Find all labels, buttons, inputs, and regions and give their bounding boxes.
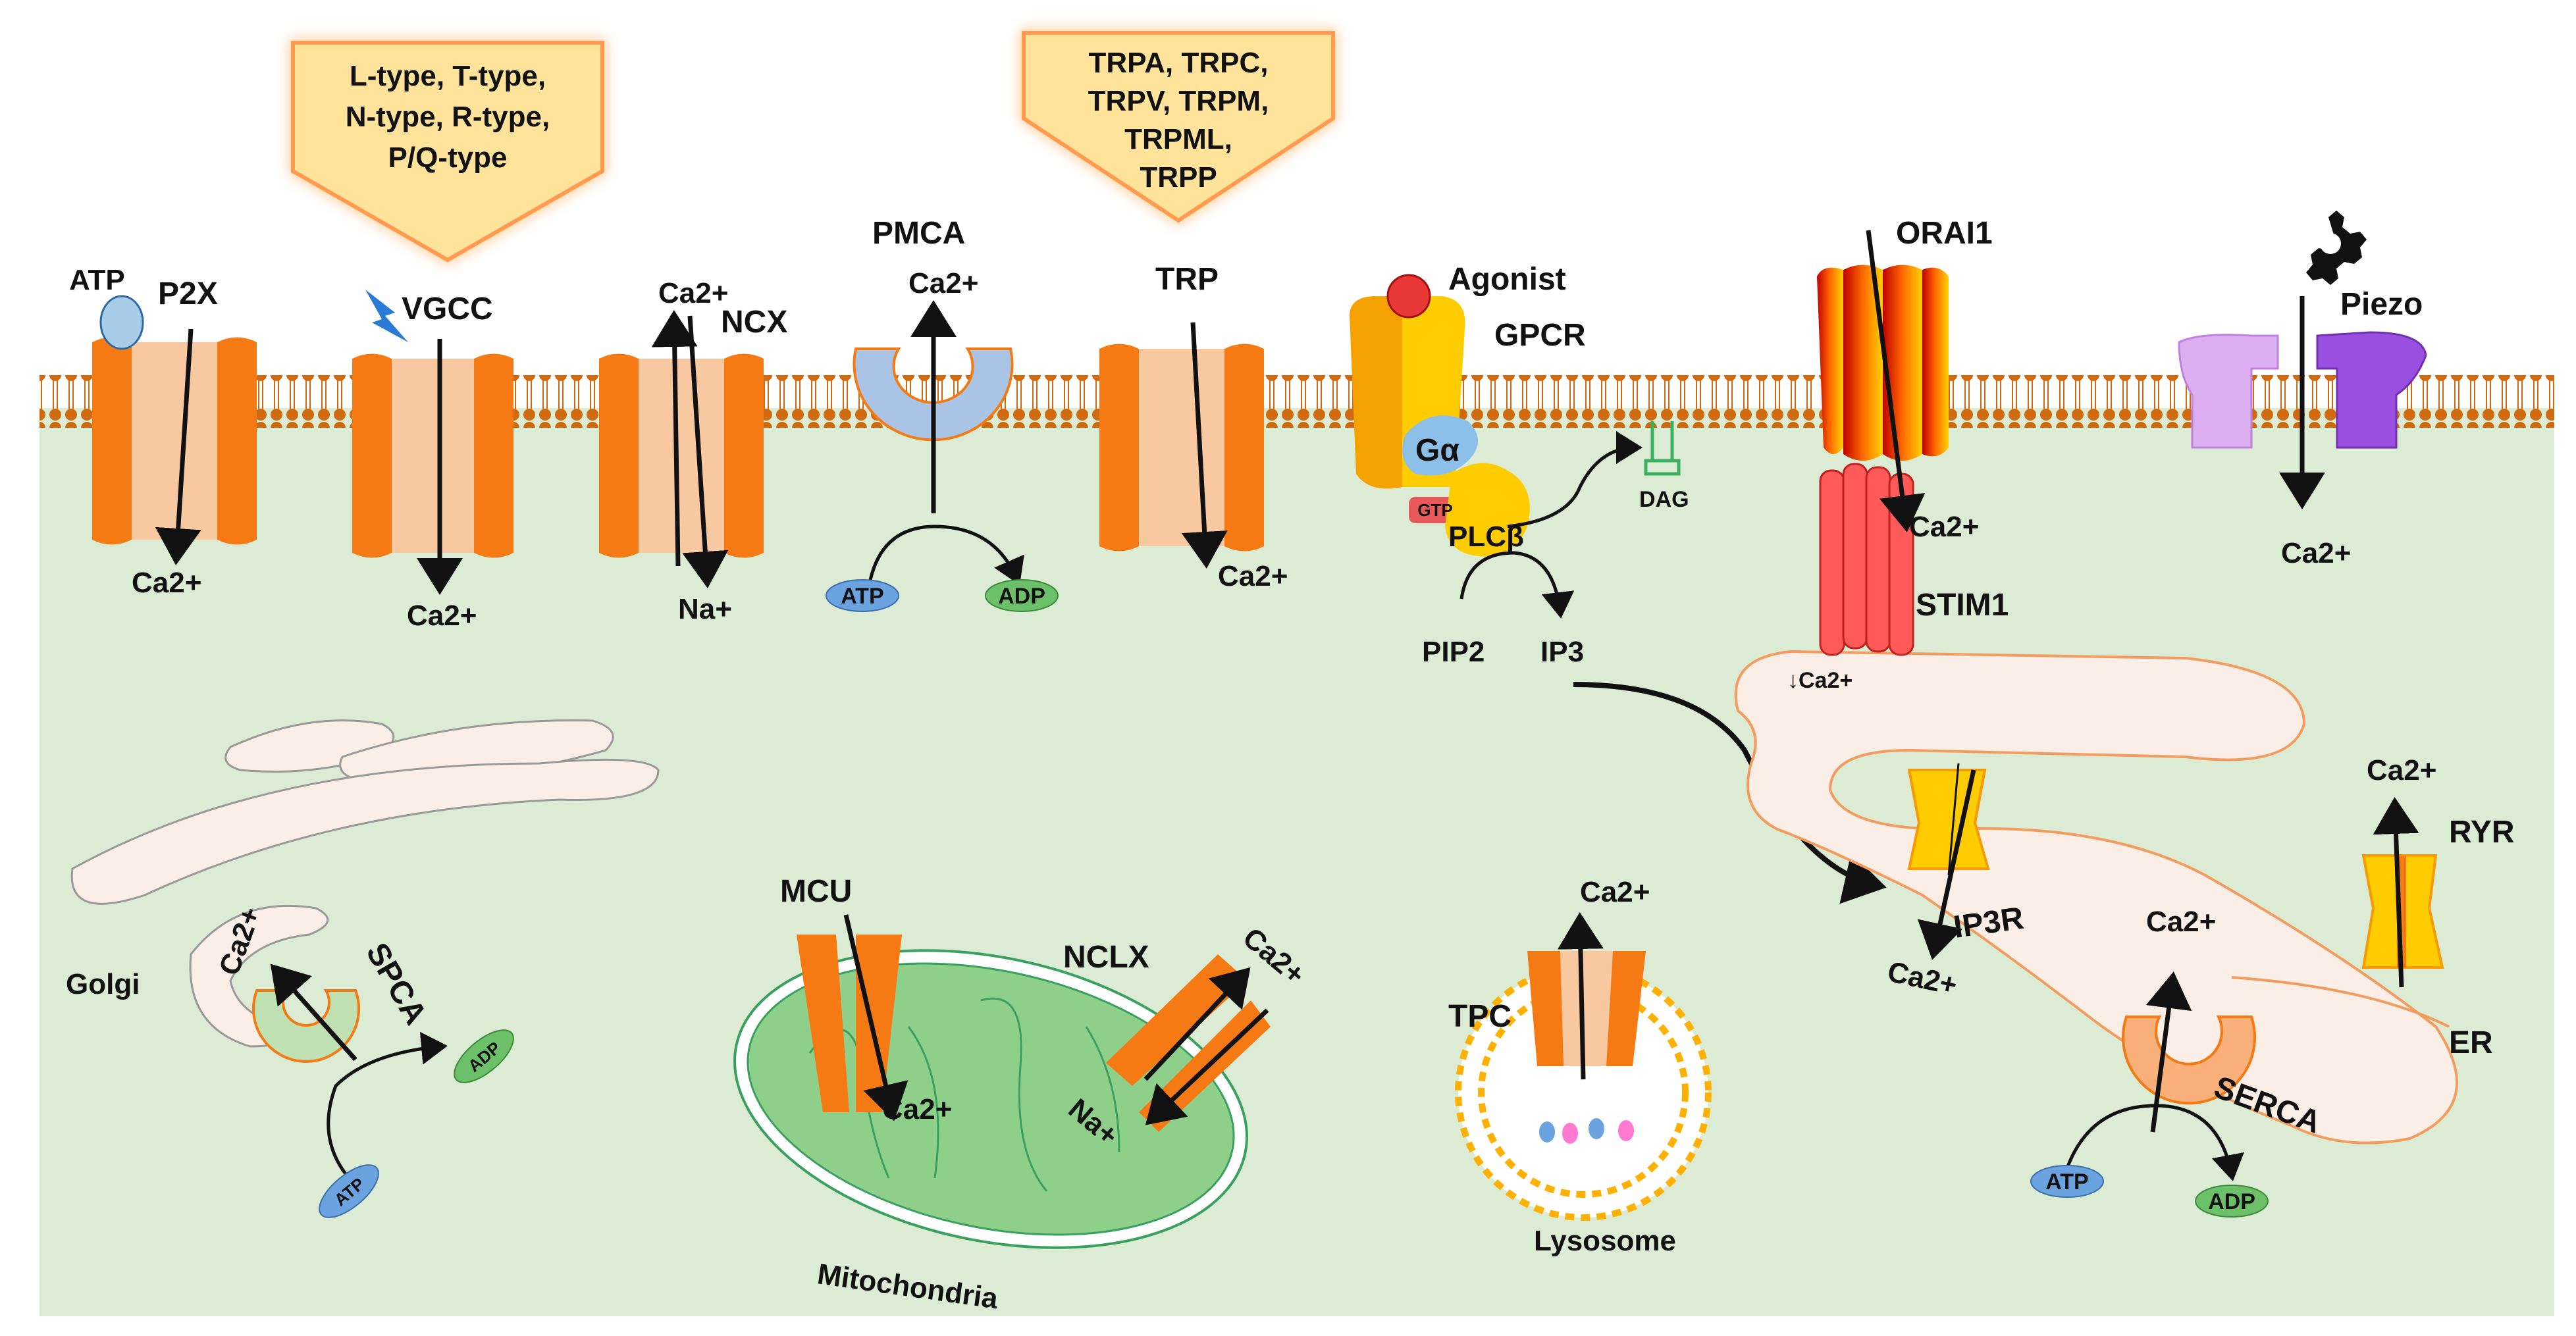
tpc-ion-label: Ca2+ [1580, 876, 1650, 908]
p2x-channel [92, 295, 257, 565]
ryr-channel [2361, 797, 2444, 988]
serca-ion-label: Ca2+ [2146, 906, 2216, 938]
nclx-label: NCLX [1063, 940, 1149, 975]
ncx-ion-out-label: Ca2+ [658, 277, 728, 309]
gpcr-label: GPCR [1494, 318, 1586, 353]
spca-atp-icon [319, 1164, 379, 1218]
vgcc-ion-label: Ca2+ [407, 600, 477, 632]
lysosome-organelle [1455, 912, 1712, 1221]
tpc-label: TPC [1448, 999, 1511, 1034]
mcu-label: MCU [780, 874, 852, 909]
trp-subtypes-line4: TRPP [1140, 161, 1217, 193]
stim1-helix-3 [1865, 466, 1891, 653]
ncx-label: NCX [721, 305, 787, 340]
trp-channel [1099, 322, 1264, 569]
gpcr-receptor [1350, 274, 1887, 904]
plc-label: PLCβ [1448, 521, 1524, 553]
serca-atp-icon [2030, 1165, 2104, 1198]
ncx-ion-in-label: Na+ [678, 593, 732, 625]
trp-subtypes-line2: TRPV, TRPM, [1088, 85, 1269, 117]
pmca-atp-label: ATP [841, 584, 883, 609]
mcu-channel [797, 935, 902, 1112]
orai1-stim1-complex [1817, 230, 1949, 656]
er-organelle [1734, 650, 2458, 1144]
g-alpha-label: Gα [1415, 433, 1459, 468]
trp-label: TRP [1155, 262, 1219, 297]
lysosome-ion-dot-2 [1562, 1123, 1578, 1144]
p2x-ion-label: Ca2+ [132, 567, 201, 599]
spca-adp-icon [454, 1029, 514, 1083]
ryr-ion-label: Ca2+ [2367, 754, 2436, 786]
ryr-label: RYR [2449, 815, 2515, 850]
gpcr-agonist-label: Agonist [1448, 262, 1566, 297]
pmca-label: PMCA [872, 216, 965, 251]
pmca-adp-label: ADP [998, 584, 1045, 609]
nclx-exchanger [1106, 954, 1271, 1132]
pip2-label: PIP2 [1422, 636, 1485, 668]
ncx-exchanger [599, 310, 764, 588]
stim1-helix-1 [1819, 469, 1845, 656]
lysosome-label: Lysosome [1534, 1225, 1676, 1257]
p2x-label: P2X [158, 276, 218, 311]
vgcc-subtypes-line2: N-type, R-type, [346, 101, 550, 133]
piezo-ion-label: Ca2+ [2281, 537, 2351, 569]
serca-pump [2030, 971, 2269, 1218]
lightning-bolt-icon [365, 290, 408, 342]
vgcc-subtypes-line1: L-type, T-type, [350, 60, 546, 92]
gtp-label: GTP [1417, 500, 1452, 520]
lysosome-ion-dot-1 [1539, 1121, 1555, 1143]
dag-icon [1644, 421, 1681, 476]
ip3r-channel [1907, 763, 1990, 960]
vgcc-subtypes-line3: P/Q-type [388, 141, 508, 174]
lysosome-ion-dot-4 [1618, 1120, 1634, 1141]
orai1-label: ORAI1 [1896, 216, 1993, 251]
ip3-label: IP3 [1540, 636, 1584, 668]
trp-subtypes-callout [1022, 31, 1335, 223]
piezo-channel [2178, 211, 2427, 509]
serca-adp-label: ADP [2208, 1189, 2255, 1214]
golgi-organelle [70, 719, 660, 1218]
g-alpha-subunit [1402, 415, 1478, 476]
p2x-ligand-label: ATP [69, 264, 125, 296]
trp-ion-label: Ca2+ [1218, 560, 1288, 592]
trp-subtypes-line1: TRPA, TRPC, [1089, 47, 1269, 79]
serca-atp-label: ATP [2045, 1169, 2088, 1195]
dag-label: DAG [1639, 487, 1689, 512]
atp-ligand-icon [99, 295, 144, 350]
pmca-atp-icon [826, 579, 899, 612]
spca-pump [252, 989, 360, 1063]
lysosome-ion-dot-3 [1589, 1118, 1604, 1139]
agonist-icon [1386, 274, 1431, 319]
er-label: ER [2449, 1025, 2493, 1060]
vgcc-label: VGCC [402, 292, 493, 326]
trp-subtypes-line3: TRPML, [1124, 123, 1232, 155]
vgcc-channel [352, 290, 513, 595]
orai1-ion-label: Ca2+ [1909, 511, 1979, 543]
vgcc-subtypes-callout [291, 41, 604, 263]
golgi-label: Golgi [66, 968, 140, 1000]
pmca-ion-label: Ca2+ [908, 267, 978, 299]
mitochondria-organelle [733, 914, 1271, 1249]
plc-beta-enzyme [1445, 463, 1530, 557]
serca-adp-icon [2195, 1185, 2269, 1218]
stim1-label: STIM1 [1916, 588, 2009, 623]
er-low-calcium-label: ↓Ca2+ [1787, 668, 1853, 693]
pmca-pump [826, 300, 1059, 612]
mcu-ion-label: Ca2+ [882, 1093, 952, 1125]
piezo-label: Piezo [2340, 287, 2423, 322]
stim1-helix-2 [1842, 463, 1868, 650]
pmca-adp-icon [985, 579, 1059, 612]
